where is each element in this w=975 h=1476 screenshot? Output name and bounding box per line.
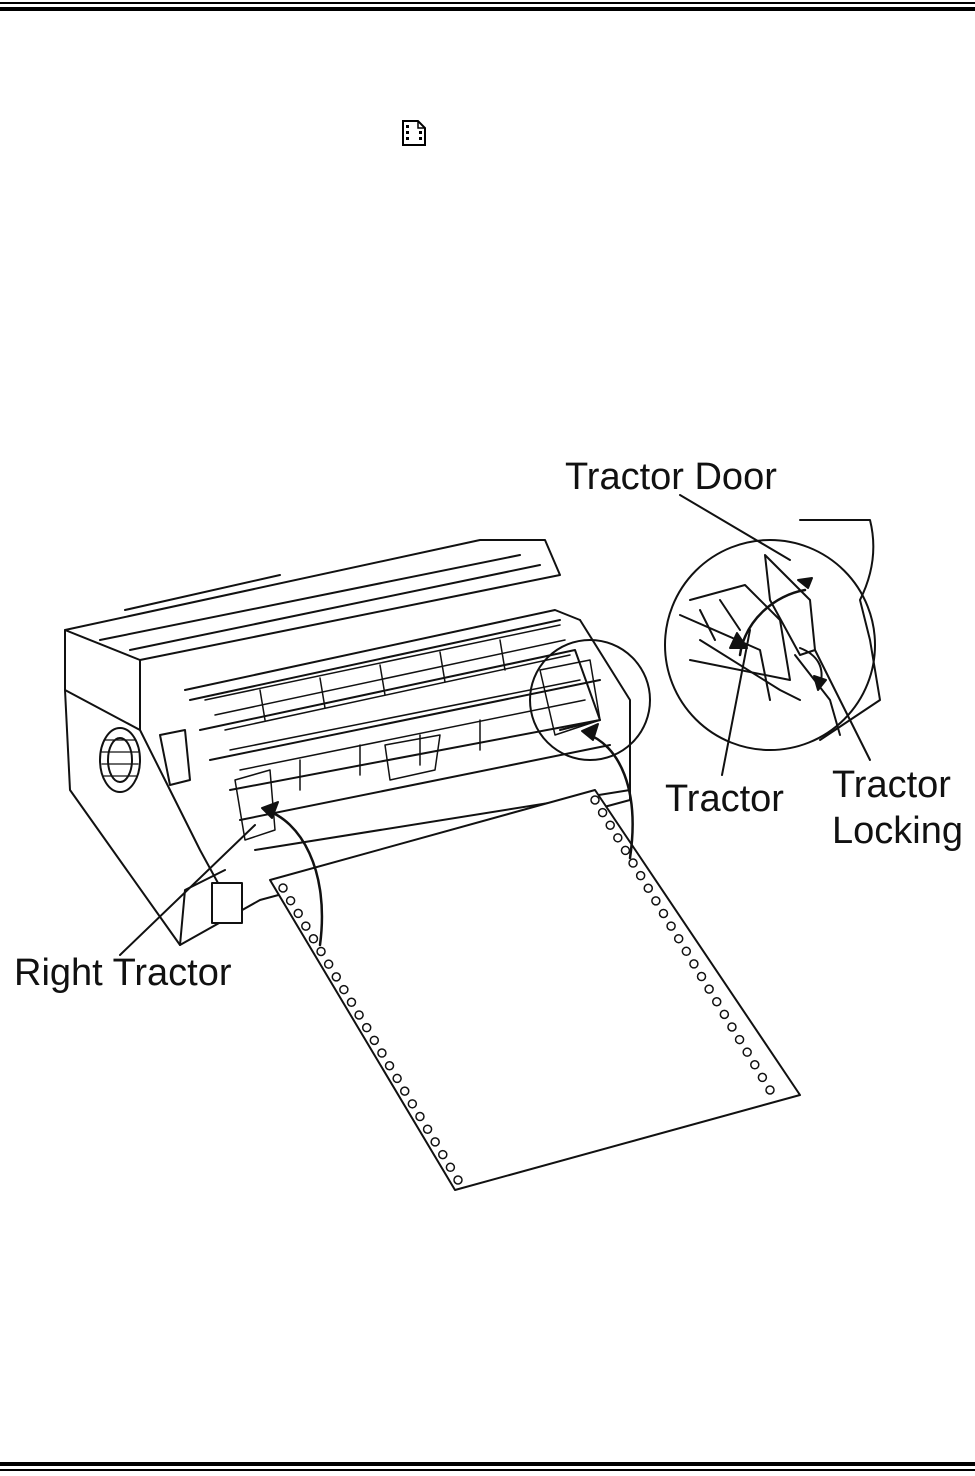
sprocket-hole (386, 1062, 394, 1070)
sprocket-hole (340, 986, 348, 994)
document-pages-icon (401, 119, 427, 147)
sprocket-hole (698, 973, 706, 981)
sprocket-hole (705, 985, 713, 993)
sprocket-hole (667, 922, 675, 930)
sprocket-hole (713, 998, 721, 1006)
label-tractor-door: Tractor Door (565, 456, 777, 498)
sprocket-hole (309, 935, 317, 943)
sprocket-hole (766, 1086, 774, 1094)
sprocket-hole (758, 1073, 766, 1081)
sprocket-hole (332, 973, 340, 981)
sprocket-hole (401, 1087, 409, 1095)
bottom-rule (0, 1462, 975, 1472)
sprocket-hole (431, 1138, 439, 1146)
sprocket-hole (363, 1024, 371, 1032)
sprocket-hole (682, 947, 690, 955)
sprocket-hole (659, 909, 667, 917)
sprocket-hole (454, 1176, 462, 1184)
sprocket-hole (675, 935, 683, 943)
sprocket-hole (347, 998, 355, 1006)
sprocket-hole (606, 821, 614, 829)
label-tractor-locking-line1: Tractor (832, 764, 951, 806)
sprocket-hole (294, 909, 302, 917)
sprocket-hole (591, 796, 599, 804)
sprocket-hole (408, 1100, 416, 1108)
sprocket-hole (751, 1061, 759, 1069)
printer-tractor-illustration (0, 440, 975, 1200)
sprocket-hole (287, 897, 295, 905)
sprocket-hole (629, 859, 637, 867)
sprocket-hole (279, 884, 287, 892)
sprocket-hole (393, 1074, 401, 1082)
sprocket-hole (424, 1125, 432, 1133)
sprocket-hole (355, 1011, 363, 1019)
sprocket-hole (621, 846, 629, 854)
label-tractor: Tractor (665, 778, 784, 820)
sprocket-hole (637, 872, 645, 880)
sprocket-hole (416, 1113, 424, 1121)
sprocket-hole (370, 1036, 378, 1044)
sprocket-hole (720, 1010, 728, 1018)
sprocket-hole (378, 1049, 386, 1057)
sprocket-hole (302, 922, 310, 930)
sprocket-hole (446, 1163, 454, 1171)
sprocket-hole (736, 1036, 744, 1044)
sprocket-hole (439, 1151, 447, 1159)
sprocket-hole (317, 947, 325, 955)
label-tractor-locking-line2: Locking (832, 810, 963, 852)
sprocket-hole (652, 897, 660, 905)
sprocket-hole (743, 1048, 751, 1056)
sprocket-hole (644, 884, 652, 892)
sprocket-hole (599, 809, 607, 817)
sprocket-hole (614, 834, 622, 842)
label-right-tractor: Right Tractor (14, 952, 232, 994)
sprocket-hole (325, 960, 333, 968)
sprocket-hole (690, 960, 698, 968)
top-rule (0, 2, 975, 12)
sprocket-hole (728, 1023, 736, 1031)
